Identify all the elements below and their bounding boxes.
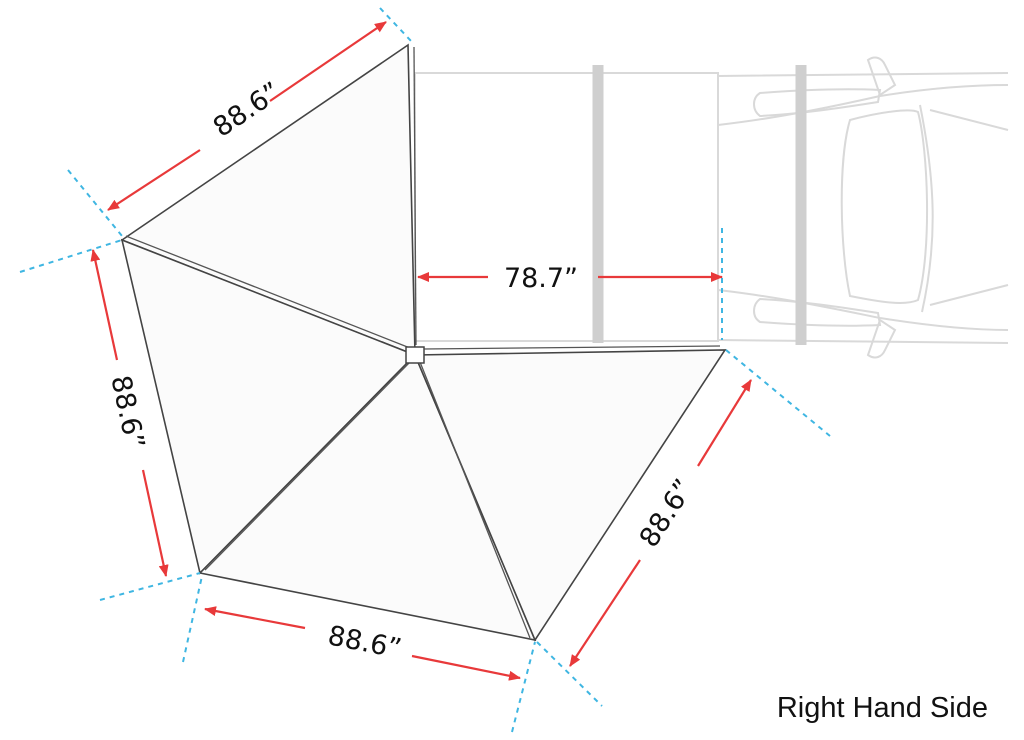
dimension-label-left: 88.6” [104,373,150,452]
dimension-label-right: 88.6” [634,474,700,553]
dimension-label-bottom: 88.6” [325,620,404,665]
center-hub [405,346,425,364]
dimension-arrows [90,21,752,681]
dimension-label-top: 88.6” [208,76,287,143]
dimension-label-depth: 78.7” [504,263,578,294]
extension-lines [19,7,831,733]
vehicle-outline [414,56,1009,359]
side-caption: Right Hand Side [777,692,988,724]
roof-rack-box [414,72,719,342]
awning-panels [120,43,727,642]
